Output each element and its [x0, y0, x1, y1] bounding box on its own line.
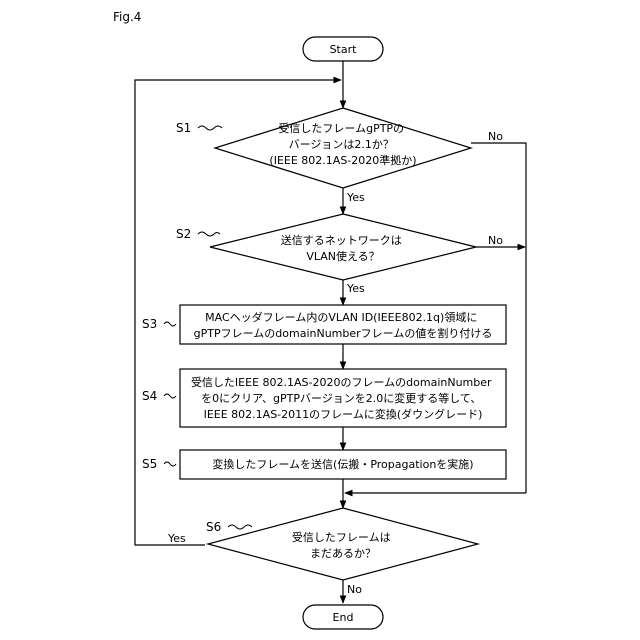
edge-label-s1-yes: Yes	[346, 191, 365, 204]
step-label-s3: S3	[142, 317, 157, 331]
leader-s5	[164, 462, 176, 466]
step-label-s2: S2	[176, 227, 191, 241]
s4-text: 受信したIEEE 802.1AS-2020のフレームのdomainNumber …	[191, 376, 495, 421]
edge-label-s1-no: No	[488, 130, 503, 143]
process-s5: 変換したフレームを送信(伝搬・Propagationを実施)	[180, 450, 506, 479]
leader-s3	[164, 322, 176, 326]
leader-s1	[198, 126, 222, 130]
s1-text: 受信したフレームgPTPの バージョンは2.1か？ (IEEE 802.1AS-…	[269, 122, 416, 167]
edge-label-s6-yes: Yes	[167, 532, 186, 545]
edge-label-s6-no: No	[347, 583, 362, 596]
process-s3: MACヘッダフレーム内のVLAN ID(IEEE802.1q)領域に gPTPフ…	[180, 305, 506, 344]
decision-s6: 受信したフレームは まだあるか？	[208, 508, 478, 580]
start-terminal: Start	[303, 37, 383, 61]
decision-s2: 送信するネットワークは VLAN使える？	[210, 214, 476, 280]
step-label-s1: S1	[176, 121, 191, 135]
leader-s4	[164, 394, 176, 398]
leader-s2	[198, 232, 220, 236]
step-label-s5: S5	[142, 457, 157, 471]
step-label-s4: S4	[142, 389, 157, 403]
edge-label-s2-no: No	[488, 234, 503, 247]
edge-label-s2-yes: Yes	[346, 282, 365, 295]
step-label-s6: S6	[206, 520, 221, 534]
start-label: Start	[330, 43, 358, 56]
leader-s6	[228, 525, 252, 529]
process-s4: 受信したIEEE 802.1AS-2020のフレームのdomainNumber …	[180, 369, 506, 427]
end-label: End	[333, 611, 354, 624]
s5-text: 変換したフレームを送信(伝搬・Propagationを実施)	[212, 457, 473, 471]
end-terminal: End	[303, 605, 383, 629]
figure-label: Fig.4	[113, 10, 141, 24]
decision-s1: 受信したフレームgPTPの バージョンは2.1か？ (IEEE 802.1AS-…	[215, 108, 471, 188]
